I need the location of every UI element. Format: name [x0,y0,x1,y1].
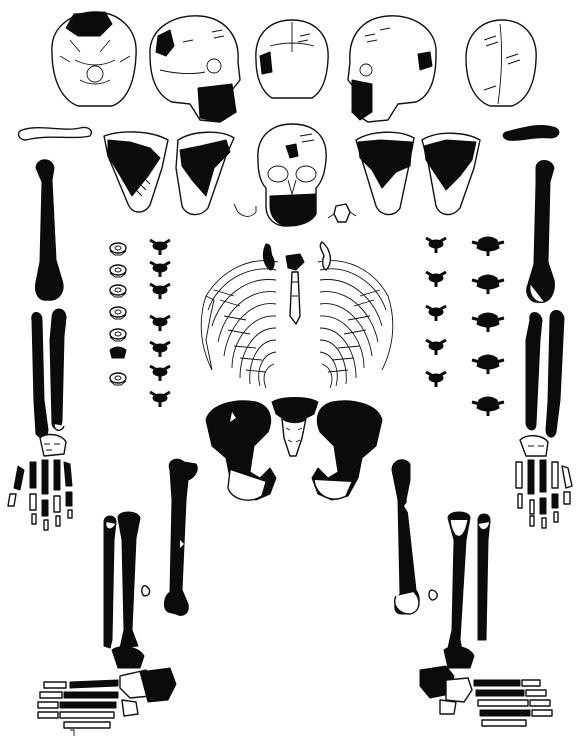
ribs-left [318,261,393,388]
skull-lateral-left-view [348,16,436,122]
vertebrae-lumbar-left-column [472,237,504,416]
skull-superior-view [52,12,136,106]
clavicle-right [19,127,92,140]
sacrum [272,398,318,457]
femur-right [164,459,197,615]
foot-right [38,647,176,736]
femur-left [392,460,419,614]
sternum-and-first-ribs [263,242,330,324]
humerus-right [36,160,64,301]
vertebrae-thoracic-left-column-a [426,238,446,387]
ribs-right [201,261,278,388]
tibia-fibula-left [429,512,490,650]
skull-lateral-right-view [150,16,240,122]
vertebrae-thoracic-right-column [150,240,170,407]
skull-posterior-view [256,20,328,98]
vertebrae-cervical-right-column [110,243,126,385]
scapula-right-posterior [176,132,234,214]
scapula-right-anterior [104,132,168,212]
foot-left [420,647,552,726]
forearm-right-radius-ulna [32,309,66,437]
humerus-left [527,161,555,303]
hand-right [8,435,72,530]
skull-inferior-view [466,20,536,106]
clavicle-left [503,125,559,140]
tibia-fibula-right [104,512,150,648]
hand-left [516,436,572,528]
scapula-left-anterior [422,133,480,214]
pelvis-right-innominate [206,401,276,500]
skull-frontal-view [258,124,326,226]
scapula-left-posterior [356,132,414,214]
forearm-left-radius-ulna [526,311,564,438]
pelvis-left-innominate [312,401,382,500]
